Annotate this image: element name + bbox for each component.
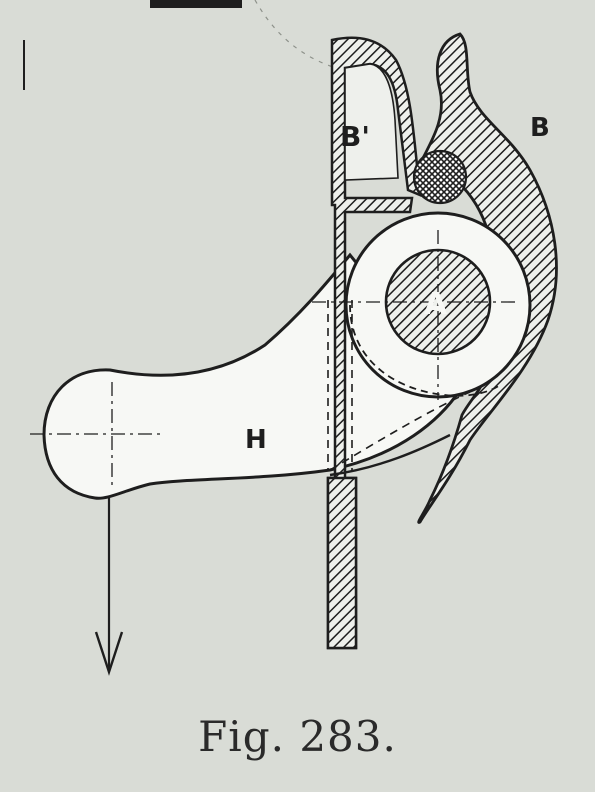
label-h: H bbox=[245, 425, 267, 455]
b-prime-slot bbox=[344, 63, 399, 181]
top-corner-mark bbox=[150, 0, 242, 8]
label-a: A bbox=[424, 287, 448, 322]
hub-dashed-arc bbox=[349, 304, 501, 397]
label-b: B bbox=[530, 113, 550, 143]
dashed-line-3 bbox=[329, 391, 471, 471]
roller-ball bbox=[412, 149, 468, 205]
force-arrow-head bbox=[94, 631, 124, 676]
figure-caption: Fig. 283. bbox=[198, 712, 397, 761]
lever-edge bbox=[329, 433, 451, 477]
label-b-prime: B' bbox=[340, 120, 370, 153]
frame-bottom-hatch bbox=[326, 476, 358, 650]
